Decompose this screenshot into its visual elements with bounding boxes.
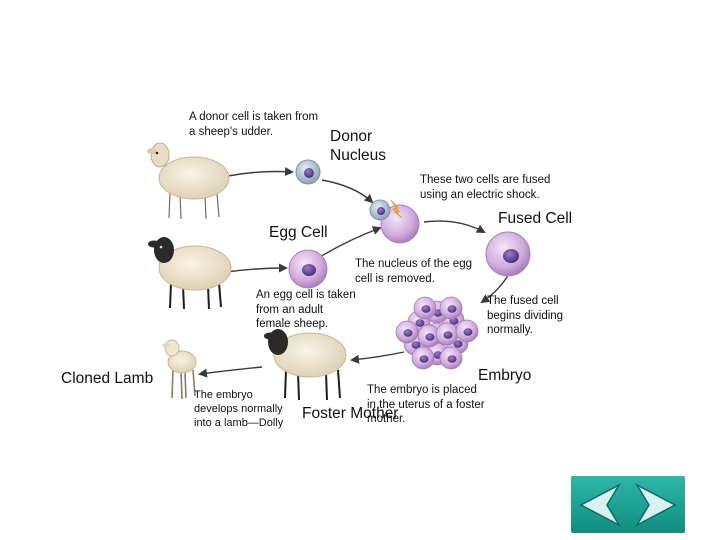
fused-cell-label: Fused Cell bbox=[498, 210, 573, 227]
dividing-caption: The fused cell begins dividing normally. bbox=[487, 295, 564, 336]
arrow-right-icon bbox=[634, 483, 677, 527]
fused-cell-graphic bbox=[485, 231, 531, 277]
fusion-caption: These two cells are fused using an elect… bbox=[420, 174, 551, 201]
arrow-foster-to-lamb bbox=[198, 366, 263, 378]
slide-navigation bbox=[571, 476, 685, 533]
embryo-cluster bbox=[395, 296, 479, 370]
arrow-fusion-to-fused bbox=[423, 220, 486, 233]
arrow-embryo-to-foster bbox=[350, 351, 405, 364]
arrow-donor-to-fusion bbox=[321, 179, 374, 204]
foster-mother-sheep bbox=[264, 329, 347, 401]
embryo-cell-nucleus bbox=[421, 305, 431, 313]
foster-mother-label: Foster Mother bbox=[302, 405, 399, 422]
embryo-cell-nucleus bbox=[403, 329, 413, 337]
egg-taken-caption: An egg cell is taken from an adult femal… bbox=[256, 289, 356, 330]
arrow-left-icon bbox=[579, 483, 622, 527]
embryo-placed-caption: The embryo is placed in the uterus of a … bbox=[367, 384, 485, 425]
fusion-cells bbox=[369, 199, 420, 244]
embryo-cell-nucleus bbox=[447, 305, 457, 313]
previous-slide-button[interactable] bbox=[575, 481, 625, 529]
develops-caption: The embryo develops normally into a lamb… bbox=[194, 389, 284, 429]
cloned-lamb-label: Cloned Lamb bbox=[61, 370, 154, 387]
embryo-cell-nucleus bbox=[415, 319, 425, 327]
electric-spark-icon bbox=[390, 199, 403, 219]
embryo-cell-nucleus bbox=[453, 340, 463, 348]
donor-sheep bbox=[147, 142, 230, 220]
nucleus-removed-caption: The nucleus of the egg cell is removed. bbox=[355, 258, 472, 285]
cloned-lamb bbox=[162, 339, 197, 400]
arrow-ewe-to-egg bbox=[225, 263, 288, 273]
arrow-egg-to-fusion bbox=[317, 226, 382, 259]
embryo-cell-nucleus bbox=[419, 355, 429, 363]
embryo-label: Embryo bbox=[478, 367, 532, 384]
donor-cell-caption: A donor cell is taken from a sheep's udd… bbox=[189, 111, 319, 138]
egg-cell-graphic bbox=[288, 249, 328, 289]
embryo-cell-nucleus bbox=[443, 331, 453, 339]
arrow-udder-to-donor bbox=[227, 167, 294, 177]
next-slide-button[interactable] bbox=[631, 481, 681, 529]
egg-donor-sheep bbox=[148, 237, 232, 310]
donor-cell bbox=[295, 159, 321, 185]
embryo-cell-nucleus bbox=[447, 355, 457, 363]
donor-nucleus-label: Donor Nucleus bbox=[330, 128, 386, 164]
embryo-cell-nucleus bbox=[463, 328, 473, 336]
embryo-cell-nucleus bbox=[411, 341, 421, 349]
egg-cell-label: Egg Cell bbox=[269, 224, 328, 241]
embryo-cell-nucleus bbox=[425, 333, 435, 341]
